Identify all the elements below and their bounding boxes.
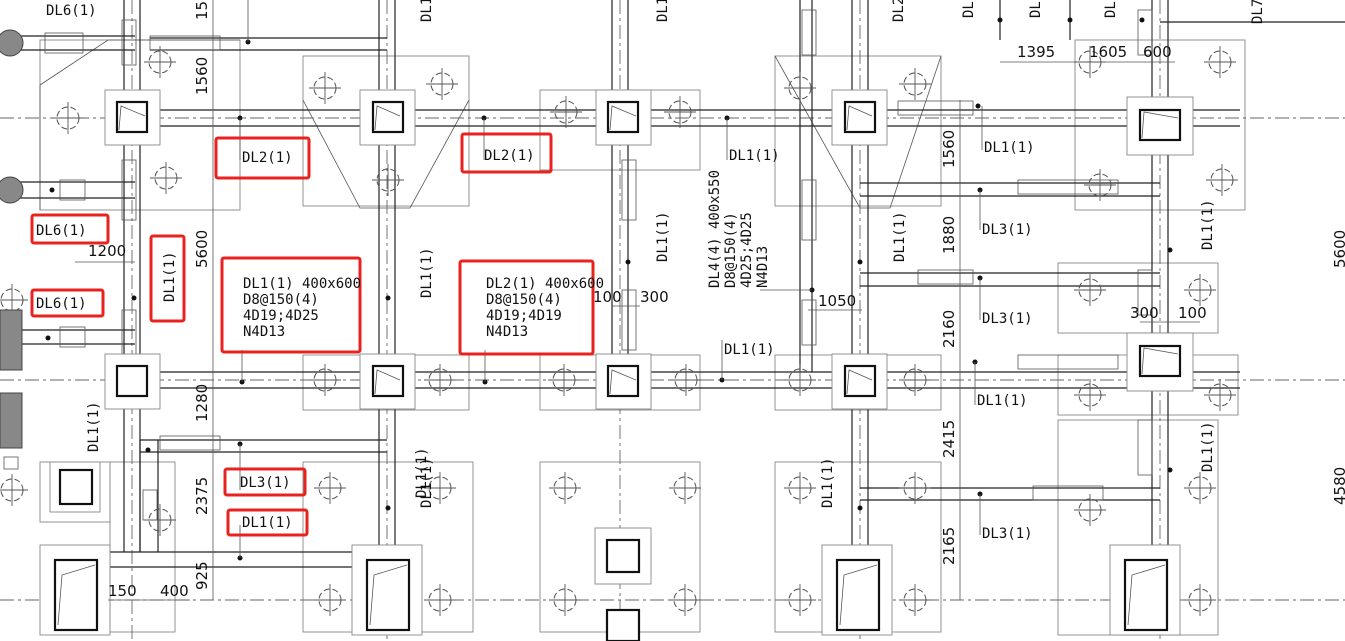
label-dl6-a: DL6(1) — [36, 223, 87, 239]
label-dl1-lower-mid: DL1(1) — [724, 342, 775, 358]
label-dl3-c: DL3(1) — [982, 311, 1033, 327]
highlight-dl6-b — [30, 288, 105, 318]
rebar-marks — [44, 9, 1153, 521]
dim-1880: 1880 — [940, 216, 958, 254]
dimension-lines — [75, 0, 1200, 601]
dim-1395: 1395 — [1017, 43, 1055, 61]
spec-dl2-line: DL2(1) 400x600 — [486, 276, 604, 292]
dim-1560-a: 1560 — [193, 57, 211, 95]
dim-5600-a: 5600 — [193, 230, 211, 268]
label-dl1-vert-g: DL1(1) — [1200, 421, 1216, 472]
label-dl1-right-lower: DL1(1) — [977, 393, 1028, 409]
highlight-dl6-a — [30, 213, 110, 245]
vertical-beam-labels: DL1(1) DL1(1) DL1(1) DL1(1) DL1(1) DL1(1… — [86, 0, 1266, 508]
dim-1560-b: 1560 — [940, 130, 958, 168]
spec-dl1-line: D8@150(4) — [243, 292, 319, 308]
spec-dl4-line: 4D25;4D25 — [739, 212, 755, 288]
spec-dl4-line: D8@150(4) — [723, 212, 739, 288]
dim-100-b: 100 — [1178, 304, 1207, 322]
label-dl2-b: DL2(1) — [484, 148, 535, 164]
dimension-labels: 1560 1560 5600 1280 2375 925 1200 150 40… — [88, 0, 1345, 600]
dim-600: 600 — [1143, 43, 1172, 61]
label-top-right-cut: DL7 D8@ 3D1 N4D — [1250, 0, 1266, 24]
dim-2160: 2160 — [940, 310, 958, 348]
highlight-dl2-a — [214, 136, 311, 180]
label-dl2-a: DL2(1) — [242, 150, 293, 166]
beam-spec-dl1: DL1(1) 400x600 D8@150(4) 4D19;4D25 N4D13 — [243, 276, 361, 340]
label-dl1-mid: DL1(1) — [729, 148, 780, 164]
highlight-dl2-b — [460, 132, 553, 174]
label-dl1-bottom-left: DL1(1) — [242, 515, 293, 531]
spec-dl1-line: DL1(1) 400x600 — [243, 276, 361, 292]
highlight-dl1-vert — [149, 234, 186, 323]
label-dl1-vert-far-left: DL1(1) — [86, 401, 102, 452]
label-dl1-vert-c: DL1(1) — [892, 211, 908, 262]
spec-dl2-line: D8@150(4) — [486, 292, 562, 308]
label-dl-top-vert-d: DL — [961, 1, 977, 18]
label-dl3-b: DL3(1) — [982, 222, 1033, 238]
left-edge-piles — [0, 29, 24, 470]
label-dl-top-vert-b: DL1 — [655, 0, 671, 22]
label-dl1-vert-f: DL1(1) — [820, 457, 836, 508]
highlight-dl1-spec — [220, 256, 362, 354]
label-dl-top-vert-c: DL1 — [1103, 0, 1119, 18]
spec-dl4-line: N4D13 — [755, 246, 771, 288]
spec-dl2-line: 4D19;4D19 — [486, 308, 562, 324]
dim-2415: 2415 — [940, 420, 958, 458]
label-dl3-a: DL3(1) — [240, 475, 291, 491]
spec-dl1-line: N4D13 — [243, 324, 285, 340]
beam-spec-dl2: DL2(1) 400x600 D8@150(4) 4D19;4D19 N4D13 — [486, 276, 604, 340]
dim-300-b: 300 — [1130, 304, 1159, 322]
dim-2375: 2375 — [193, 477, 211, 515]
label-dl1-right-top: DL1(1) — [984, 140, 1035, 156]
label-dl6-b: DL6(1) — [36, 296, 87, 312]
columns — [39, 89, 1194, 641]
label-dl1-vert-d: DL1(1) — [1200, 199, 1216, 250]
beam-labels: DL6(1) DL2(1) DL2(1) DL1(1) DL1(1) DL6(1… — [36, 3, 1035, 542]
label-dl1-vert-e: DL1(1) — [419, 457, 435, 508]
dim-1280: 1280 — [193, 384, 211, 422]
spec-dl1-line: 4D19;4D25 — [243, 308, 319, 324]
pile-symbols — [0, 46, 1238, 616]
cap-outlines — [39, 39, 942, 210]
label-dl3-d: DL3(1) — [982, 526, 1033, 542]
label-dl-top-vert-a: DL1 — [419, 0, 435, 22]
dim-4580: 4580 — [1331, 467, 1345, 505]
label-dl2-top-vert: DL2 — [891, 0, 907, 22]
highlight-dl1-bottom — [226, 508, 309, 537]
dim-1605: 1605 — [1089, 43, 1127, 61]
dim-2165: 2165 — [940, 527, 958, 565]
spec-dl4-line: DL4(4) 400x550 — [707, 170, 723, 288]
dim-5600-b: 5600 — [1331, 230, 1345, 268]
highlight-dl3 — [223, 467, 307, 497]
dim-400: 400 — [160, 582, 189, 600]
dim-1200: 1200 — [88, 242, 126, 260]
spec-dl2-line: N4D13 — [486, 324, 528, 340]
dim-150: 150 — [108, 582, 137, 600]
dim-1560-top: 1560 — [193, 0, 211, 20]
highlight-dl2-spec — [458, 259, 595, 356]
dim-100-a: 100 — [593, 288, 622, 306]
label-top-dl6: DL6(1) — [46, 3, 97, 19]
highlight-boxes — [30, 132, 595, 537]
label-dl1-vert-a: DL1(1) — [419, 247, 435, 298]
label-dl1-vert-h: DL1(1) — [414, 447, 430, 498]
label-dl1-vert-b: DL1(1) — [655, 211, 671, 262]
label-dl-top-vert-e: DL — [1028, 1, 1044, 18]
beam-spec-dl4: DL4(4) 400x550 D8@150(4) 4D25;4D25 N4D13 — [707, 170, 771, 288]
dim-1050: 1050 — [818, 292, 856, 310]
dim-925: 925 — [193, 561, 211, 590]
dim-300-a: 300 — [640, 288, 669, 306]
label-dl1-vert-left: DL1(1) — [162, 251, 178, 302]
